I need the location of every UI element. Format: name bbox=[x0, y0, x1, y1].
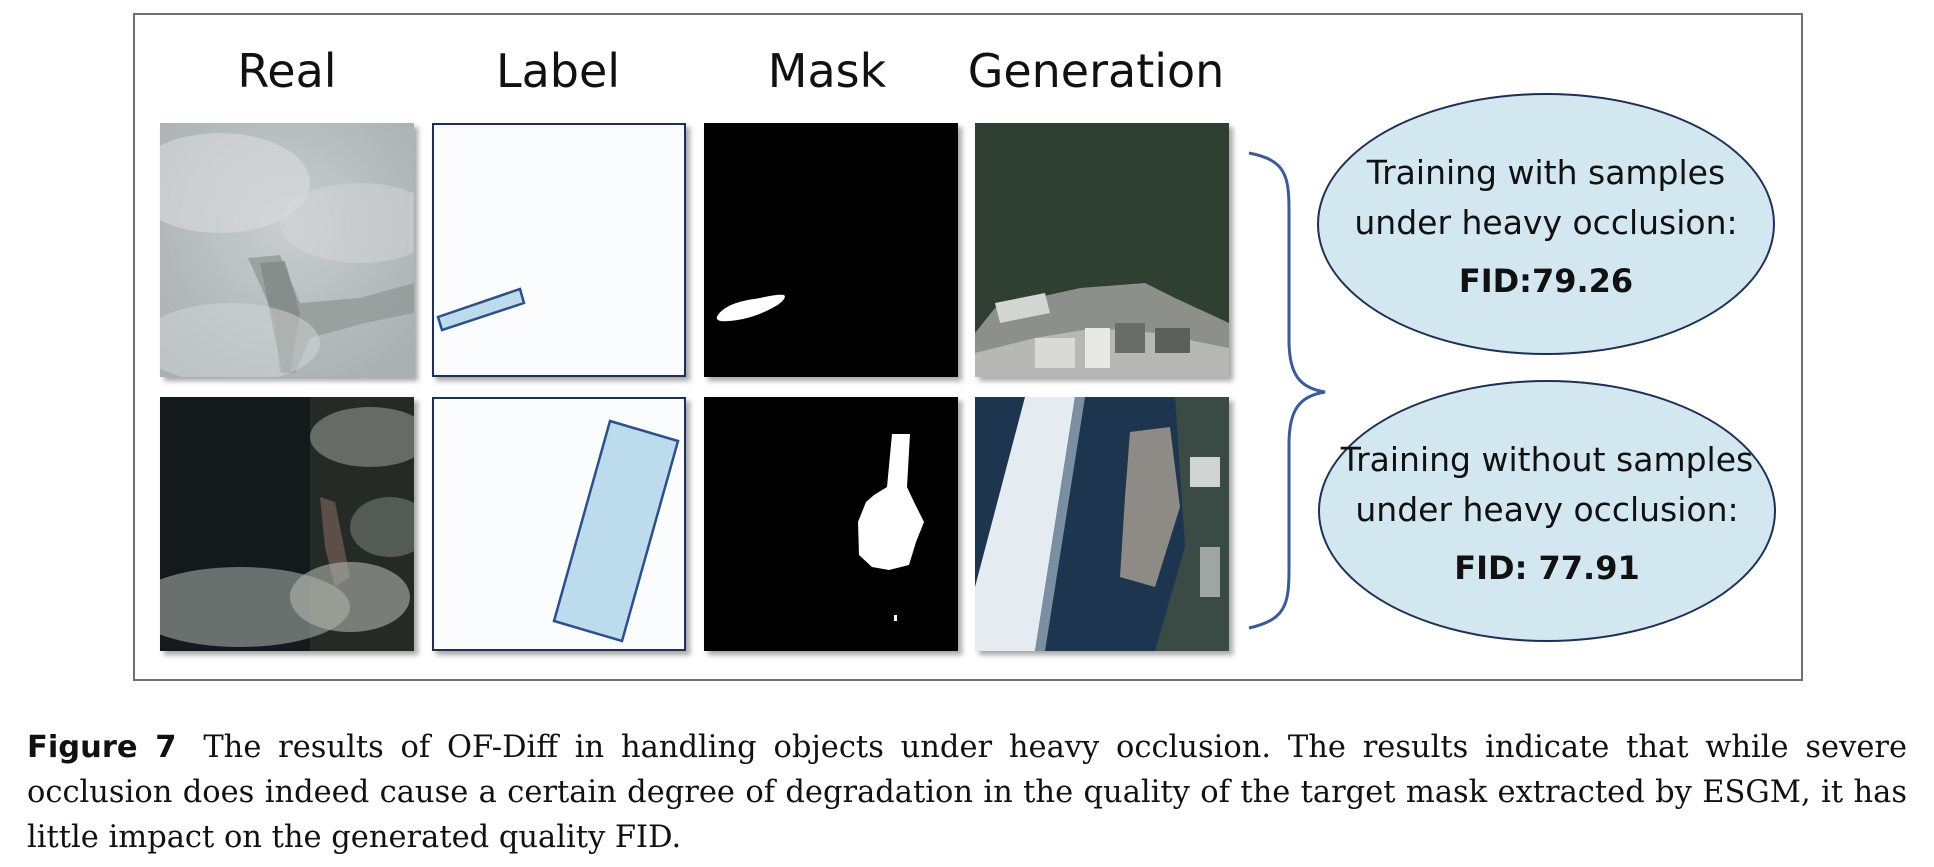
real-image-row1 bbox=[160, 123, 414, 377]
generation-image-row2 bbox=[975, 397, 1229, 651]
result-without-occlusion-ellipse: Training without samples under heavy occ… bbox=[1318, 380, 1776, 642]
label-box-row1 bbox=[432, 123, 686, 377]
result-without-line1: Training without samples bbox=[1340, 440, 1754, 479]
label-box-row2 bbox=[432, 397, 686, 651]
result-without-line2: under heavy occlusion: bbox=[1355, 490, 1739, 529]
header-label: Label bbox=[495, 44, 621, 98]
figure-caption: Figure 7 The results of OF-Diff in handl… bbox=[27, 725, 1907, 860]
header-real: Real bbox=[237, 44, 337, 98]
result-with-line2: under heavy occlusion: bbox=[1354, 203, 1738, 242]
header-generation: Generation bbox=[967, 44, 1225, 98]
real-image-row2 bbox=[160, 397, 414, 651]
generation-image-row1 bbox=[975, 123, 1229, 377]
result-with-line1: Training with samples bbox=[1366, 153, 1726, 192]
result-without-fid: FID: 77.91 bbox=[1454, 549, 1640, 587]
result-with-occlusion-ellipse: Training with samples under heavy occlus… bbox=[1317, 93, 1775, 355]
curly-brace-icon bbox=[1248, 151, 1326, 630]
result-with-fid: FID:79.26 bbox=[1458, 262, 1634, 300]
mask-image-row1 bbox=[704, 123, 958, 377]
header-mask: Mask bbox=[767, 44, 887, 98]
figure-caption-text: The results of OF-Diff in handling objec… bbox=[27, 730, 1907, 855]
mask-image-row2 bbox=[704, 397, 958, 651]
figure-caption-label: Figure 7 bbox=[27, 730, 177, 765]
